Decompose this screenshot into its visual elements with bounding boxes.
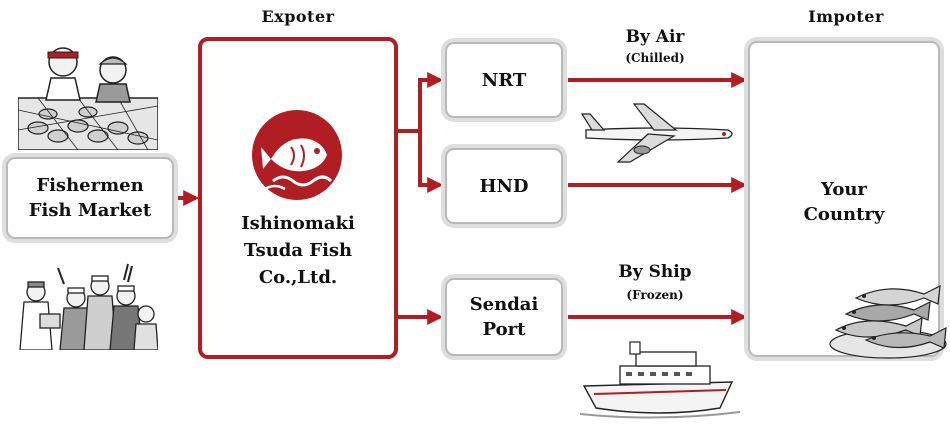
arrow-exporter-to-hnd bbox=[418, 131, 444, 193]
your-country-box: Your Country bbox=[748, 41, 940, 357]
hnd-box: HND bbox=[445, 148, 563, 224]
by-air-label: By Air bbox=[625, 27, 685, 47]
ship-icon bbox=[580, 341, 740, 419]
sendai-port-box: Sendai Port bbox=[445, 278, 563, 356]
exporter-company-name: Ishinomaki Tsuda Fish Co.,Ltd. bbox=[241, 213, 355, 288]
frozen-note: (Frozen) bbox=[626, 288, 684, 302]
tai-fish-logo-icon bbox=[252, 110, 342, 200]
exporter-heading: Expoter bbox=[261, 7, 335, 26]
nrt-box: NRT bbox=[445, 42, 563, 118]
fish-pile-icon bbox=[829, 284, 947, 359]
chilled-note: (Chilled) bbox=[625, 51, 685, 65]
airplane-icon bbox=[580, 103, 733, 163]
importer-heading: Impoter bbox=[808, 7, 884, 26]
fishermen-illustration bbox=[18, 47, 158, 150]
market-crowd-illustration bbox=[19, 263, 158, 350]
by-ship-label: By Ship bbox=[618, 262, 692, 282]
arrow-exporter-to-nrt bbox=[398, 72, 444, 133]
fishermen-fish-market-box: Fishermen Fish Market bbox=[6, 157, 174, 239]
